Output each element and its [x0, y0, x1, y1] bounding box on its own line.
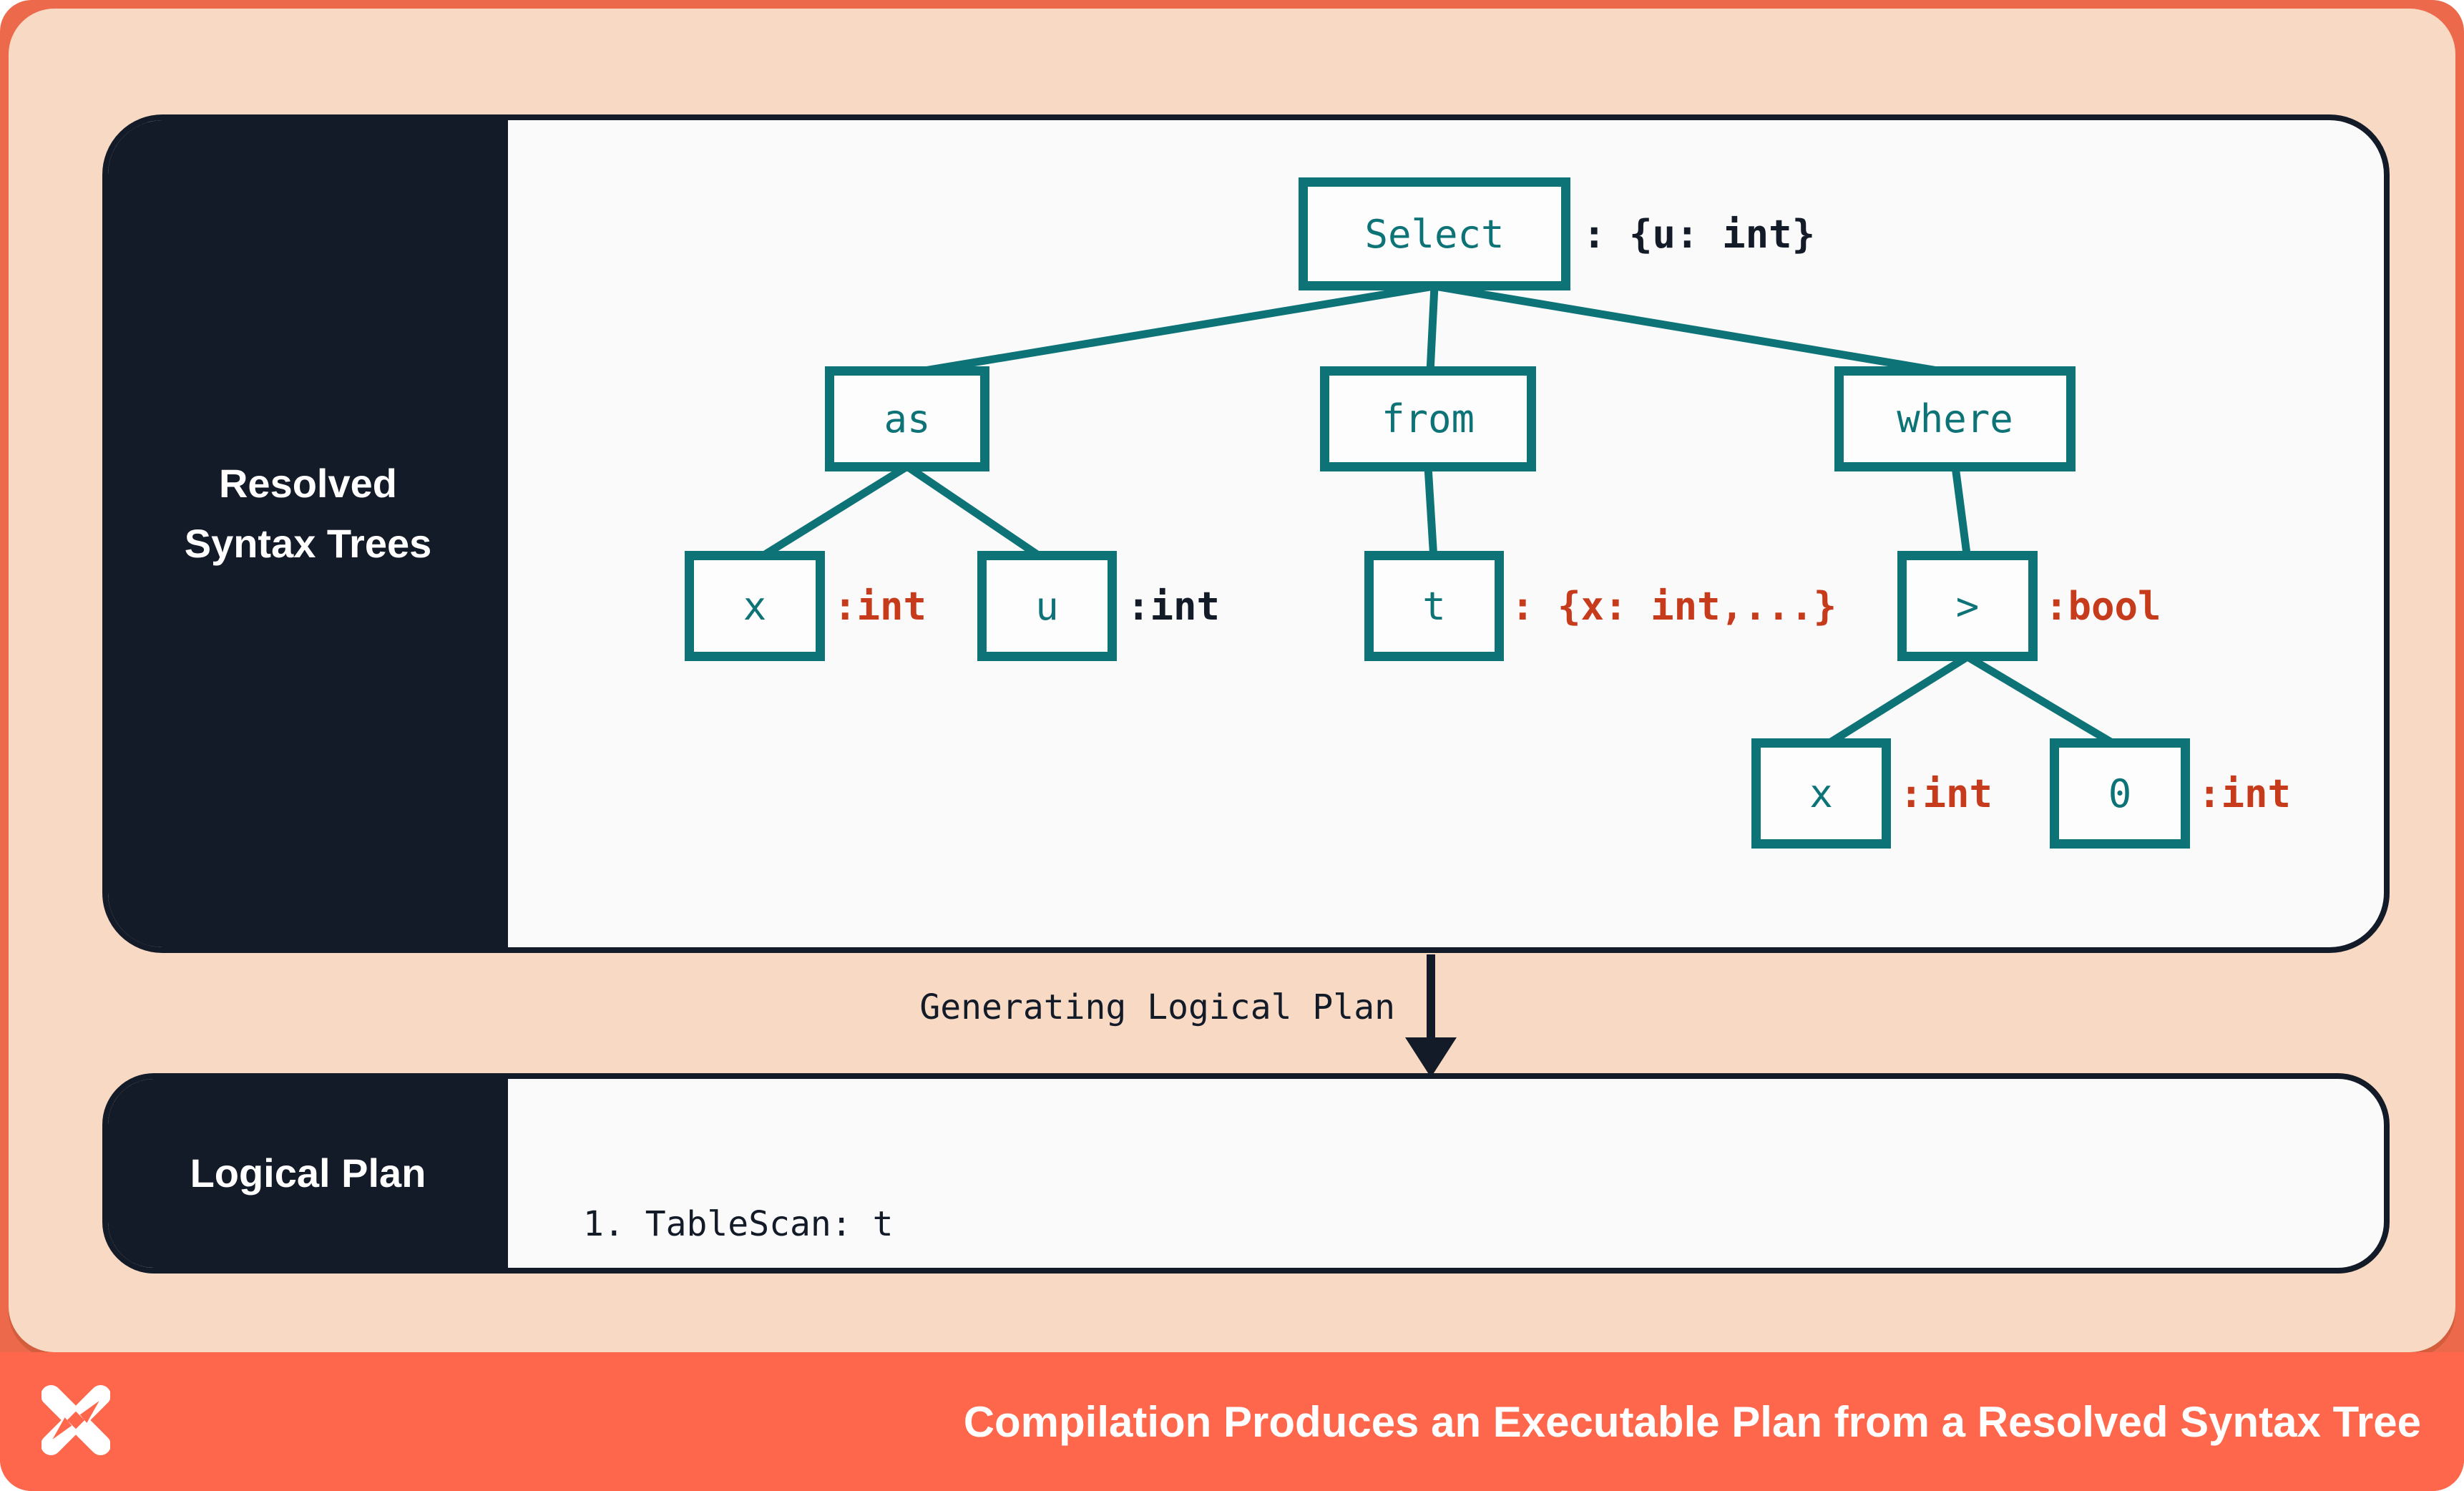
transition-label: Generating Logical Plan — [919, 987, 1395, 1027]
logical-plan-panel: Logical Plan — [102, 1073, 2390, 1274]
type-annotation-x2: :int — [1900, 771, 1993, 816]
type-annotation-zero: :int — [2198, 771, 2292, 816]
type-annotation-greater-than: :bool — [2045, 583, 2161, 629]
node-label: from — [1381, 396, 1475, 441]
type-annotation-u: :int — [1127, 583, 1221, 629]
tree-node-as: as — [825, 366, 989, 471]
x-brand-logo-icon — [41, 1384, 110, 1456]
node-label: Select — [1364, 211, 1505, 257]
tree-node-where: where — [1834, 366, 2076, 471]
lp-title: Logical Plan — [190, 1150, 426, 1196]
node-label: 0 — [2108, 771, 2132, 816]
type-annotation-x: :int — [833, 583, 927, 629]
rst-sidebar: Resolved Syntax Trees — [108, 120, 508, 947]
tree-node-greater-than: > — [1897, 551, 2038, 661]
rst-title-line1: Resolved — [218, 461, 397, 506]
type-annotation-select: : {u: int} — [1583, 211, 1816, 257]
node-label: x — [1809, 771, 1833, 816]
tree-node-select: Select — [1299, 177, 1570, 290]
tree-node-t: t — [1364, 551, 1504, 661]
node-label: > — [1955, 583, 1980, 629]
footer-title: Compilation Produces an Executable Plan … — [963, 1397, 2421, 1446]
rst-title-line2: Syntax Trees — [184, 521, 432, 566]
tree-node-u: u — [977, 551, 1117, 661]
footer-bar: Compilation Produces an Executable Plan … — [0, 1352, 2464, 1491]
node-label: x — [743, 583, 767, 629]
type-annotation-t: : {x: int,...} — [1511, 583, 1837, 629]
tree-node-x: x — [685, 551, 825, 661]
node-label: u — [1035, 583, 1059, 629]
tree-node-from: from — [1320, 366, 1536, 471]
tree-node-x2: x — [1751, 738, 1891, 849]
lp-sidebar: Logical Plan — [108, 1079, 508, 1268]
resolved-syntax-trees-panel: Resolved Syntax Trees — [102, 114, 2390, 953]
node-label: as — [884, 396, 931, 441]
lp-step: 1. TableScan: t — [583, 1204, 894, 1244]
node-label: where — [1897, 396, 2013, 441]
node-label: t — [1422, 583, 1446, 629]
tree-node-zero: 0 — [2050, 738, 2190, 849]
